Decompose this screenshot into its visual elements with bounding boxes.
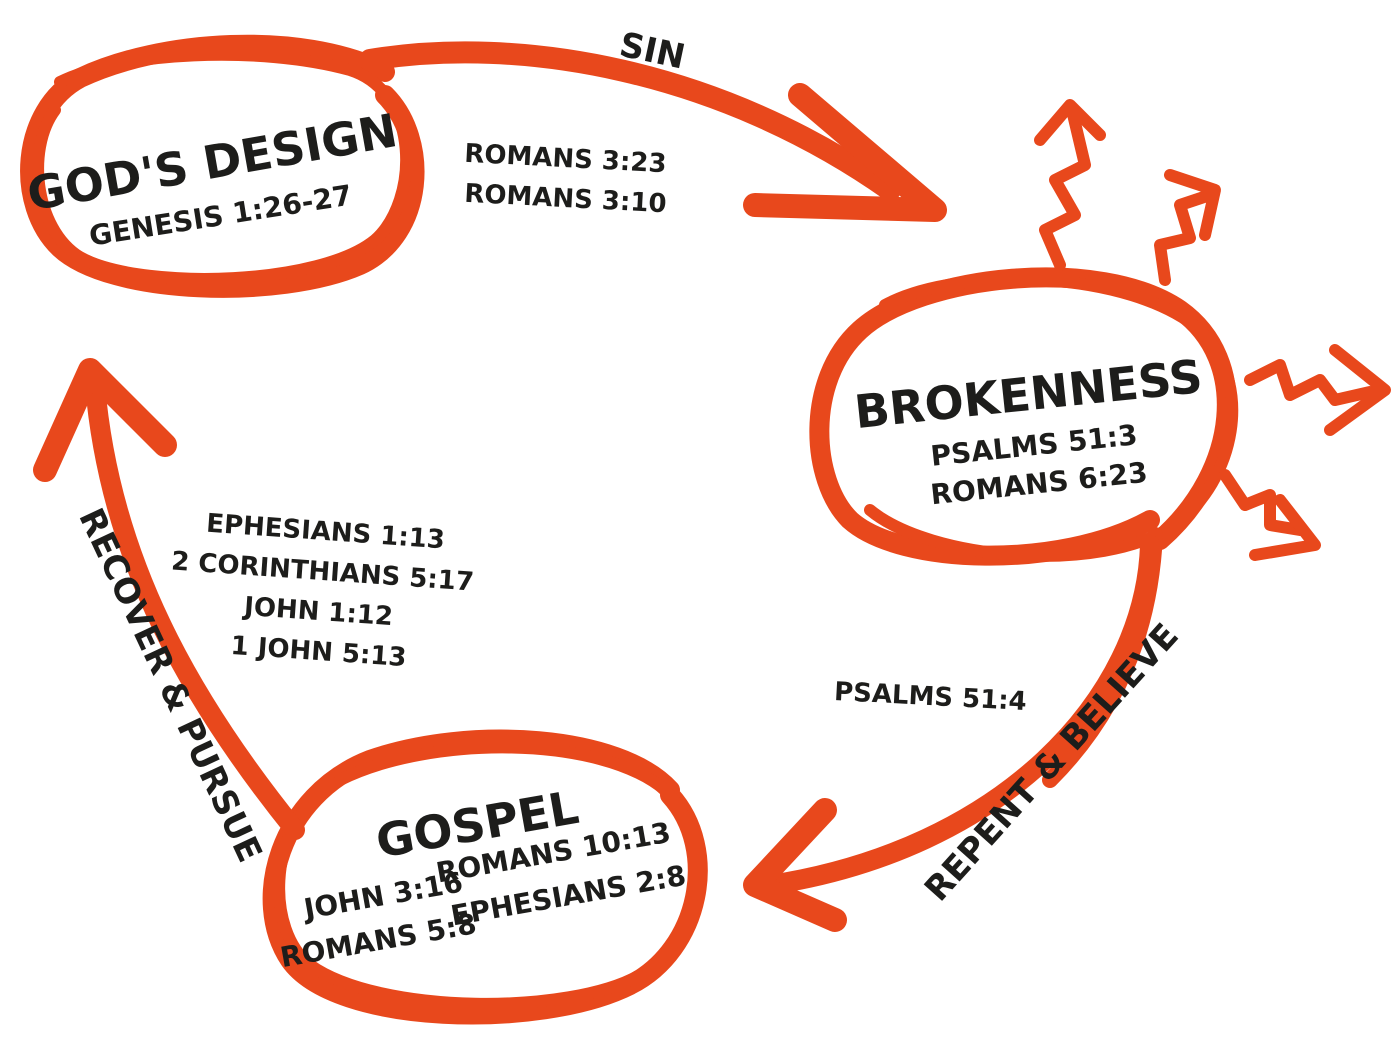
repent-ref: PSALMS 51:4 — [833, 677, 1027, 717]
brokenness-rays — [1034, 99, 1391, 561]
ray-1 — [1039, 104, 1091, 271]
repent-arrow-shaft — [760, 535, 1160, 895]
gospel-circle — [262, 729, 708, 1025]
edge-sin: SIN ROMANS 3:23 ROMANS 3:10 — [359, 25, 947, 222]
sin-ref-1: ROMANS 3:23 — [464, 139, 668, 180]
edge-repent: PSALMS 51:4 REPENT & BELIEVE — [743, 535, 1187, 932]
edge-recover: RECOVER & PURSUE EPHESIANS 1:13 2 CORINT… — [33, 358, 475, 868]
node-gospel: GOSPEL JOHN 3:16 ROMANS 5:8 ROMANS 10:13… — [262, 729, 708, 1025]
sin-arrow-shaft — [359, 41, 901, 201]
recover-arrow-head — [33, 358, 177, 482]
ray-2-head — [1164, 169, 1221, 241]
brokenness-title: BROKENNESS — [852, 349, 1205, 439]
recover-ref-4: 1 JOHN 5:13 — [230, 631, 408, 673]
recover-arrow-shaft — [85, 375, 305, 840]
node-gods-design: GOD'S DESIGN GENESIS 1:26-27 — [20, 34, 425, 298]
recover-ref-1: EPHESIANS 1:13 — [205, 509, 446, 556]
repent-label: REPENT & BELIEVE — [917, 616, 1187, 909]
repent-arrow-head — [743, 798, 847, 932]
ray-1-head — [1034, 99, 1106, 146]
recover-ref-3: JOHN 1:12 — [241, 592, 394, 632]
ray-3 — [1244, 359, 1376, 406]
sin-arrow-head — [743, 83, 947, 222]
ray-4 — [1219, 469, 1306, 536]
ray-3-head — [1324, 344, 1391, 436]
ray-2 — [1154, 189, 1216, 286]
ray-4-head — [1249, 494, 1321, 561]
gods-design-circle — [20, 34, 425, 298]
sin-ref-2: ROMANS 3:10 — [464, 179, 668, 220]
